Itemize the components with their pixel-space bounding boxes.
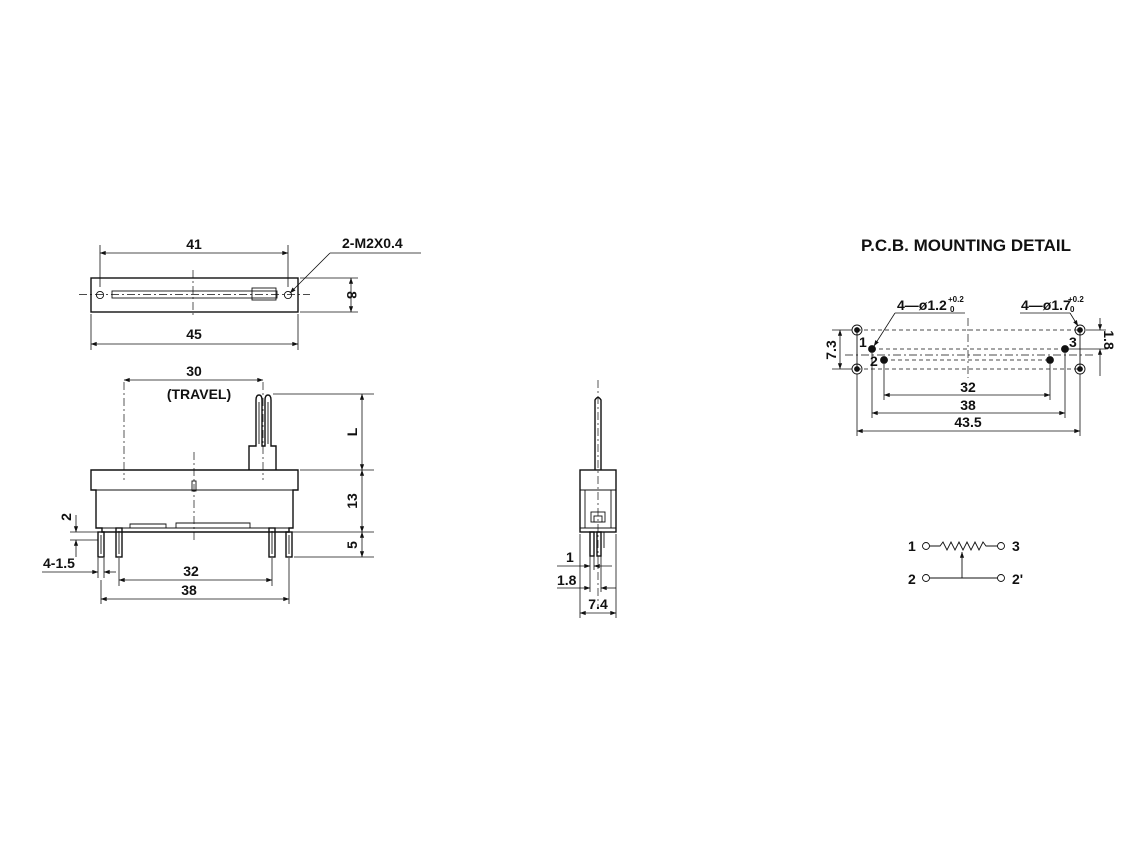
hole-note-large: 4—ø1.7: [1021, 297, 1071, 313]
travel-label: (TRAVEL): [167, 386, 231, 402]
pcb-hole-pin-2b: [1046, 356, 1054, 364]
dim-13: 13: [344, 493, 360, 509]
svg-text:0: 0: [950, 305, 955, 314]
dim-1-8-right: 1.8: [1101, 330, 1117, 350]
side-view: 1 1.8 7.4: [557, 380, 617, 618]
pcb-hole-pin-2: [880, 356, 888, 364]
schematic-pin-1: 1: [908, 538, 916, 554]
mounting-hole-right: [283, 290, 293, 300]
dim-1-8: 1.8: [557, 572, 577, 588]
pcb-pin-3-label: 3: [1069, 334, 1077, 350]
slider-lever: [248, 394, 277, 470]
front-view: 30 (TRAVEL) L 13 5 2 4-1.5 32: [42, 363, 374, 604]
dim-L: L: [344, 427, 360, 436]
svg-text:0: 0: [1070, 305, 1075, 314]
top-view-knob: [251, 287, 277, 301]
dim-7-4: 7.4: [588, 596, 608, 612]
pcb-dim-43-5: 43.5: [954, 414, 981, 430]
pin-1: [97, 531, 105, 558]
pcb-hole-large-tr: [1074, 324, 1086, 336]
side-view-lever: [594, 396, 602, 470]
schematic-pin-3: 3: [1012, 538, 1020, 554]
dim-7-3: 7.3: [823, 340, 839, 360]
dim-5: 5: [344, 541, 360, 549]
svg-text:+0.2: +0.2: [948, 295, 964, 304]
mounting-hole-left: [95, 290, 105, 300]
pin-2: [115, 527, 123, 558]
dim-45: 45: [186, 326, 202, 342]
dim-41: 41: [186, 236, 202, 252]
pcb-pin-1-label: 1: [859, 334, 867, 350]
pcb-pin-2-label: 2: [870, 353, 878, 369]
pcb-hole-pin-1: [868, 345, 876, 353]
schematic-pin-2-prime: 2': [1012, 571, 1023, 587]
dim-pin-width: 4-1.5: [43, 555, 75, 571]
pin-3: [268, 527, 276, 558]
dim-30: 30: [186, 363, 202, 379]
pcb-dim-38: 38: [960, 397, 976, 413]
dim-8: 8: [344, 291, 360, 299]
thread-note: 2-M2X0.4: [342, 235, 403, 251]
schematic-pin-2: 2: [908, 571, 916, 587]
top-view: 41 45 8 2-M2X0.4: [79, 235, 421, 350]
dim-32: 32: [183, 563, 199, 579]
hole-note-small: 4—ø1.2: [897, 297, 947, 313]
svg-text:+0.2: +0.2: [1068, 295, 1084, 304]
dim-38: 38: [181, 582, 197, 598]
pcb-mounting-detail: P.C.B. MOUNTING DETAIL 1 2 3 4—ø1.2 +0.2: [823, 236, 1117, 436]
resistor-symbol: [929, 540, 998, 552]
pcb-hole-pin-3: [1061, 345, 1069, 353]
dim-1: 1: [566, 549, 574, 565]
dim-2: 2: [58, 513, 74, 521]
potentiometer-schematic: 1 3 2 2': [908, 538, 1023, 587]
pin-4: [285, 531, 293, 558]
pcb-title: P.C.B. MOUNTING DETAIL: [861, 236, 1071, 255]
top-view-body: [90, 277, 299, 313]
pcb-dim-32: 32: [960, 379, 976, 395]
